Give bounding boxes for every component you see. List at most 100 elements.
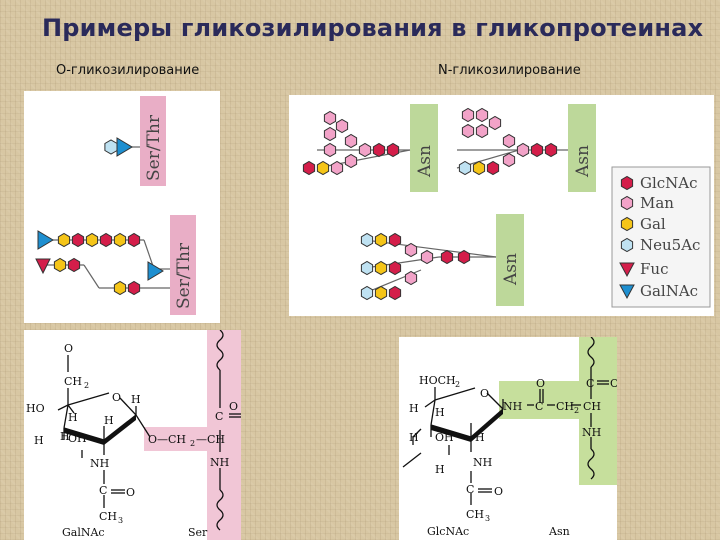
svg-text:O: O	[480, 387, 489, 400]
monosaccharide-hexagon	[360, 260, 374, 276]
asn-bar	[496, 214, 524, 306]
monosaccharide-hexagon	[374, 260, 388, 276]
svg-text:NH: NH	[210, 456, 229, 469]
svg-text:Asn: Asn	[548, 525, 570, 538]
monosaccharide-hexagon	[461, 123, 475, 139]
n-glycosylation-heading: N-гликозилирование	[438, 63, 581, 78]
monosaccharide-hexagon	[475, 123, 489, 139]
ser-thr-label: Ser/Thr	[144, 114, 164, 181]
svg-text:CH: CH	[466, 508, 484, 521]
asn-label: Asn	[415, 145, 435, 178]
asn-bar	[568, 104, 596, 192]
svg-text:H: H	[60, 430, 70, 443]
svg-text:3: 3	[118, 516, 123, 525]
monosaccharide-hexagon	[360, 232, 374, 248]
monosaccharide-hexagon	[316, 160, 330, 176]
monosaccharide-hexagon	[461, 107, 475, 123]
svg-text:CH: CH	[99, 510, 117, 523]
monosaccharide-hexagon	[374, 232, 388, 248]
glycan-chain-top	[104, 137, 133, 157]
asn-label: Asn	[501, 253, 521, 286]
monosaccharide-hexagon	[71, 232, 85, 248]
monosaccharide-hexagon	[440, 249, 454, 265]
monosaccharide-hexagon	[323, 142, 337, 158]
svg-text:C: C	[535, 400, 543, 413]
ser-thr-bar	[140, 96, 166, 186]
svg-text:2: 2	[455, 380, 460, 389]
o-glycan-diagram: Ser/Thr Ser/Thr	[24, 91, 220, 323]
galnac-triangle	[116, 137, 133, 157]
monosaccharide-hexagon	[360, 285, 374, 301]
ser-link-highlight	[144, 427, 241, 451]
monosaccharide-hexagon	[53, 257, 67, 273]
monosaccharide-hexagon	[388, 260, 402, 276]
monosaccharide-hexagon	[57, 232, 71, 248]
svg-text:NH: NH	[582, 426, 601, 439]
galnac-icon	[619, 284, 635, 300]
svg-text:O: O	[112, 391, 121, 404]
man-icon	[620, 195, 634, 211]
monosaccharide-hexagon	[388, 285, 402, 301]
monosaccharide-hexagon	[344, 133, 358, 149]
fuc-icon	[619, 262, 635, 278]
monosaccharide-hexagon	[404, 270, 418, 286]
monosaccharide-hexagon	[113, 280, 127, 296]
svg-text:C: C	[215, 410, 223, 423]
monosaccharide-hexagon	[374, 285, 388, 301]
o-glycosylation-heading: О-гликозилирование	[56, 63, 200, 78]
monosaccharide-hexagon	[372, 142, 386, 158]
monosaccharide-hexagon	[302, 160, 316, 176]
svg-text:O: O	[610, 377, 617, 390]
svg-text:NH: NH	[503, 400, 522, 413]
svg-text:CH: CH	[64, 375, 82, 388]
svg-text:CH: CH	[556, 400, 574, 413]
monosaccharide-hexagon	[475, 107, 489, 123]
svg-text:NH: NH	[473, 456, 492, 469]
neu5ac-hexagon	[104, 139, 118, 155]
legend-item-man: Man	[620, 194, 674, 212]
svg-text:O: O	[229, 400, 238, 413]
svg-text:H: H	[475, 431, 485, 444]
monosaccharide-hexagon	[335, 118, 349, 134]
glycan-chain-bottom	[35, 230, 170, 296]
monosaccharide-hexagon	[472, 160, 486, 176]
legend-item-fuc: Fuc	[619, 260, 668, 278]
glycan-hybrid	[456, 107, 568, 176]
monosaccharide-legend: GlcNAc Man Gal Neu5Ac Fuc GalNAc	[611, 166, 711, 308]
glcnac-icon	[620, 175, 634, 191]
svg-text:HOCH: HOCH	[419, 374, 456, 387]
n-glycan-diagram: Asn Asn Asn	[289, 95, 714, 316]
svg-text:H: H	[34, 434, 44, 447]
monosaccharide-hexagon	[420, 249, 434, 265]
svg-text:H: H	[435, 463, 445, 476]
svg-text:H: H	[104, 414, 114, 427]
svg-text:GlcNAc: GlcNAc	[640, 174, 698, 192]
svg-text:H: H	[409, 431, 419, 444]
svg-text:H: H	[68, 411, 78, 424]
monosaccharide-hexagon	[127, 280, 141, 296]
monosaccharide-hexagon	[113, 232, 127, 248]
svg-text:O—CH: O—CH	[148, 433, 186, 446]
legend-box	[611, 166, 711, 308]
monosaccharide-hexagon	[502, 152, 516, 168]
svg-text:2: 2	[190, 439, 195, 448]
o-link-structure: O CH 2 HO H H O H H OH H NH C O CH 3 O—C…	[24, 330, 241, 540]
svg-text:—CH: —CH	[196, 433, 225, 446]
glycan-high-mannose	[302, 110, 411, 176]
monosaccharide-hexagon	[457, 249, 471, 265]
svg-text:H: H	[409, 402, 419, 415]
monosaccharide-hexagon	[502, 133, 516, 149]
slide-title: Примеры гликозилирования в гликопротеина…	[42, 14, 704, 42]
svg-text:GalNAc: GalNAc	[62, 526, 105, 539]
monosaccharide-hexagon	[330, 160, 344, 176]
asn-bar	[410, 104, 438, 192]
monosaccharide-hexagon	[458, 160, 472, 176]
svg-text:2: 2	[574, 406, 579, 415]
svg-text:Gal: Gal	[640, 215, 666, 233]
n-link-structure: HOCH 2 O H H H OH H H NH C O CH 2 CH C O…	[399, 337, 617, 540]
svg-text:OH: OH	[435, 431, 454, 444]
asn-link-highlight	[499, 381, 617, 419]
monosaccharide-hexagon	[323, 110, 337, 126]
svg-text:H: H	[131, 393, 141, 406]
svg-text:2: 2	[84, 381, 89, 390]
